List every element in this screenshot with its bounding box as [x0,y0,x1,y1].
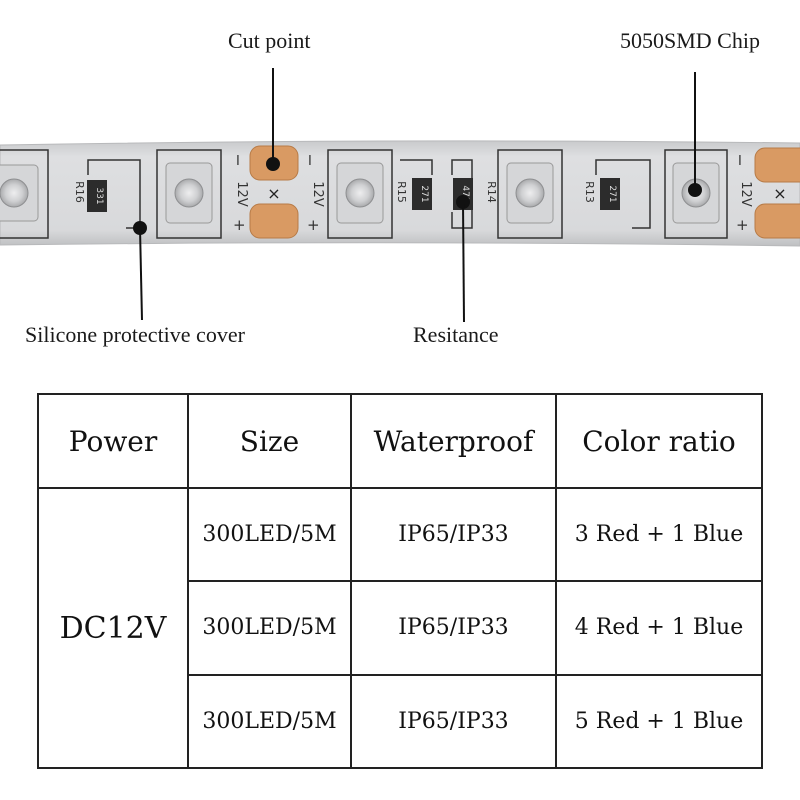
resistor-label: R13 [583,181,596,203]
callout-chip: 5050SMD Chip [620,28,760,53]
table-row: 300LED/5M IP65/IP33 4 Red + 1 Blue [38,580,763,676]
table-header-row: Power Size Waterproof Color ratio [37,393,763,489]
resistor-code: 271 [419,185,429,202]
svg-text:I: I [738,154,742,169]
resistor-r13: 271 R13 [583,159,651,229]
callout-cover-leader [133,221,147,321]
pad-marks: I 12V + [736,154,753,234]
svg-text:12V: 12V [234,181,249,207]
resistor-label: R15 [395,181,408,203]
callout-resistance-leader [456,195,470,323]
table-row: 300LED/5M IP65/IP33 5 Red + 1 Blue [38,673,763,770]
resistor-r16: 331 R16 [73,159,141,229]
waterproof-cell: IP65/IP33 [350,673,557,770]
svg-text:+: + [736,216,749,234]
led-strip-diagram: 331 R16 I 12V + × I 12V + 271 R15 [0,68,800,323]
led-chip [497,149,563,239]
led-chip [0,149,49,239]
resistor-code: 271 [607,185,617,202]
led-chip [327,149,393,239]
cut-mark: × [267,184,280,203]
header-color-ratio: Color ratio [555,393,763,489]
power-cell: DC12V [37,487,189,769]
waterproof-cell: IP65/IP33 [350,486,557,583]
size-cell: 300LED/5M [187,580,352,676]
svg-text:+: + [307,216,320,234]
spec-table: Power Size Waterproof Color ratio DC12V … [37,393,763,770]
callout-chip-leader [688,72,702,197]
pad-marks: I 12V + [307,154,325,234]
size-cell: 300LED/5M [187,486,352,583]
svg-text:+: + [233,216,246,234]
cut-mark: × [773,184,786,203]
svg-text:I: I [308,154,312,169]
resistor-code: 331 [94,187,104,204]
size-cell: 300LED/5M [187,673,352,770]
resistor-code: 471 [460,185,470,202]
resistor-label: R16 [73,181,86,203]
cut-pads: × [754,147,800,239]
svg-text:12V: 12V [310,181,325,207]
table-row: DC12V 300LED/5M IP65/IP33 3 Red + 1 Blue [37,486,763,769]
callout-cover: Silicone protective cover [25,322,245,347]
svg-text:I: I [236,154,240,169]
resistor-r15: 271 R15 [395,159,433,210]
callout-cut-point-leader [266,68,280,171]
led-chip [156,149,222,239]
callout-resistance: Resitance [413,322,499,347]
waterproof-cell: IP65/IP33 [350,580,557,676]
resistor-label: R14 [485,181,498,203]
pad-marks: I 12V + [233,154,249,234]
svg-text:12V: 12V [738,181,753,207]
color-ratio-cell: 5 Red + 1 Blue [555,673,763,770]
header-size: Size [187,393,352,489]
callout-cut-point: Cut point [228,28,311,53]
header-power: Power [37,393,189,489]
header-waterproof: Waterproof [350,393,557,489]
color-ratio-cell: 4 Red + 1 Blue [555,580,763,676]
color-ratio-cell: 3 Red + 1 Blue [555,486,763,583]
